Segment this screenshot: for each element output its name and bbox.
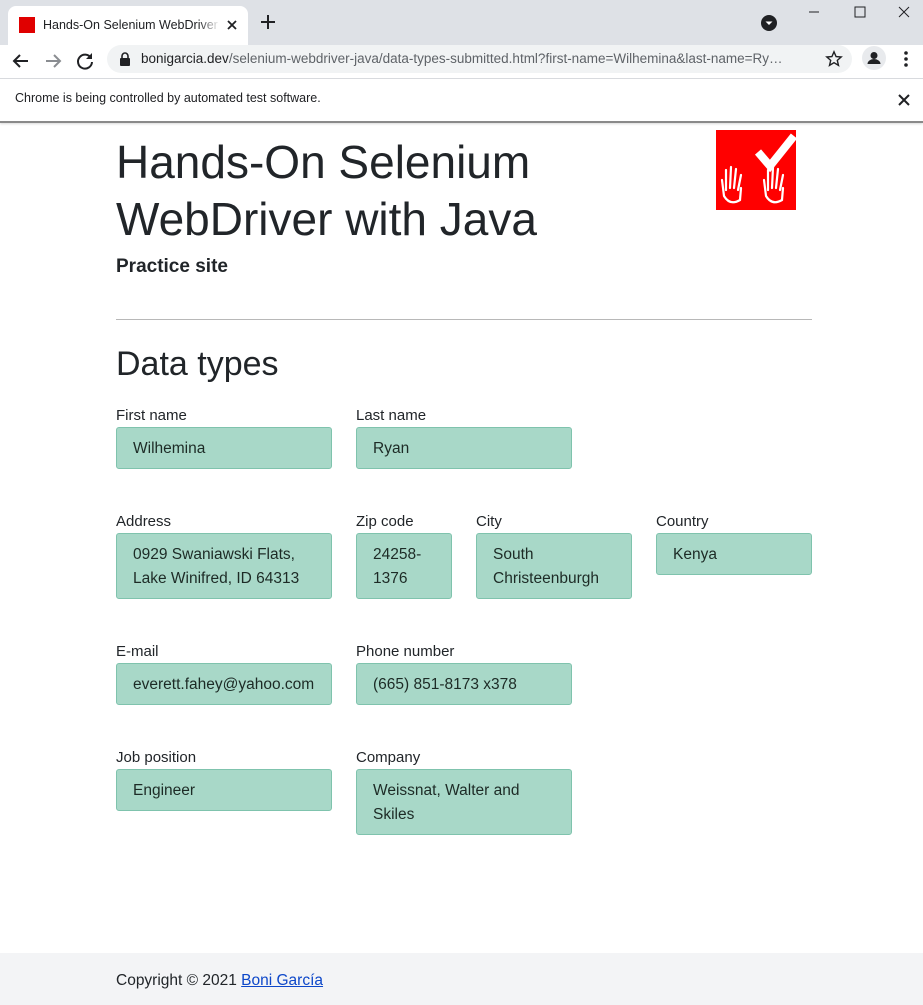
hands-logo-icon	[716, 130, 796, 210]
country-label: Country	[656, 513, 709, 531]
job-position-field: Engineer	[116, 769, 332, 811]
last-name-label: Last name	[356, 407, 426, 425]
page-title: Hands-On Selenium WebDriver with Java	[116, 134, 636, 248]
page-footer: Copyright © 2021 Boni García	[0, 953, 923, 1005]
url-text: bonigarcia.dev/selenium-webdriver-java/d…	[141, 45, 821, 73]
automation-infobar: Chrome is being controlled by automated …	[0, 79, 923, 123]
browser-toolbar: bonigarcia.dev/selenium-webdriver-java/d…	[0, 45, 923, 79]
tab-search-icon[interactable]	[760, 14, 778, 32]
zip-code-field: 24258-1376	[356, 533, 452, 599]
window-close-icon[interactable]	[894, 4, 914, 20]
city-field: South Christeenburgh	[476, 533, 632, 599]
infobar-text: Chrome is being controlled by automated …	[15, 91, 321, 105]
last-name-field: Ryan	[356, 427, 572, 469]
profile-avatar-icon[interactable]	[862, 46, 886, 70]
tab-title: Hands-On Selenium WebDriver w	[43, 16, 219, 34]
company-label: Company	[356, 749, 420, 767]
page-subtitle: Practice site	[116, 256, 228, 278]
kebab-menu-icon[interactable]	[896, 48, 916, 70]
maximize-icon[interactable]	[850, 4, 870, 20]
first-name-field: Wilhemina	[116, 427, 332, 469]
phone-field: (665) 851-8173 x378	[356, 663, 572, 705]
footer-copyright: Copyright © 2021 Boni García	[116, 972, 323, 990]
reload-icon[interactable]	[72, 48, 98, 74]
favicon-icon	[19, 17, 35, 33]
first-name-label: First name	[116, 407, 187, 425]
address-bar[interactable]: bonigarcia.dev/selenium-webdriver-java/d…	[107, 45, 852, 73]
browser-tabstrip: Hands-On Selenium WebDriver w	[0, 0, 923, 45]
address-field: 0929 Swaniawski Flats, Lake Winifred, ID…	[116, 533, 332, 599]
browser-tab[interactable]: Hands-On Selenium WebDriver w	[8, 6, 248, 45]
address-label: Address	[116, 513, 171, 531]
zip-code-label: Zip code	[356, 513, 414, 531]
phone-label: Phone number	[356, 643, 454, 661]
city-label: City	[476, 513, 502, 531]
company-field: Weissnat, Walter and Skiles	[356, 769, 572, 835]
bookmark-star-icon[interactable]	[825, 50, 843, 68]
close-tab-icon[interactable]	[222, 15, 242, 35]
new-tab-icon[interactable]	[258, 12, 278, 32]
section-title: Data types	[116, 345, 279, 384]
forward-icon[interactable]	[40, 48, 66, 74]
lock-icon	[119, 52, 131, 66]
back-icon[interactable]	[8, 48, 34, 74]
job-position-label: Job position	[116, 749, 196, 767]
minimize-icon[interactable]	[804, 4, 824, 20]
email-field: everett.fahey@yahoo.com	[116, 663, 332, 705]
infobar-close-icon[interactable]	[894, 90, 914, 110]
header-divider	[116, 319, 812, 320]
author-link[interactable]: Boni García	[241, 972, 323, 989]
email-label: E-mail	[116, 643, 159, 661]
country-field: Kenya	[656, 533, 812, 575]
